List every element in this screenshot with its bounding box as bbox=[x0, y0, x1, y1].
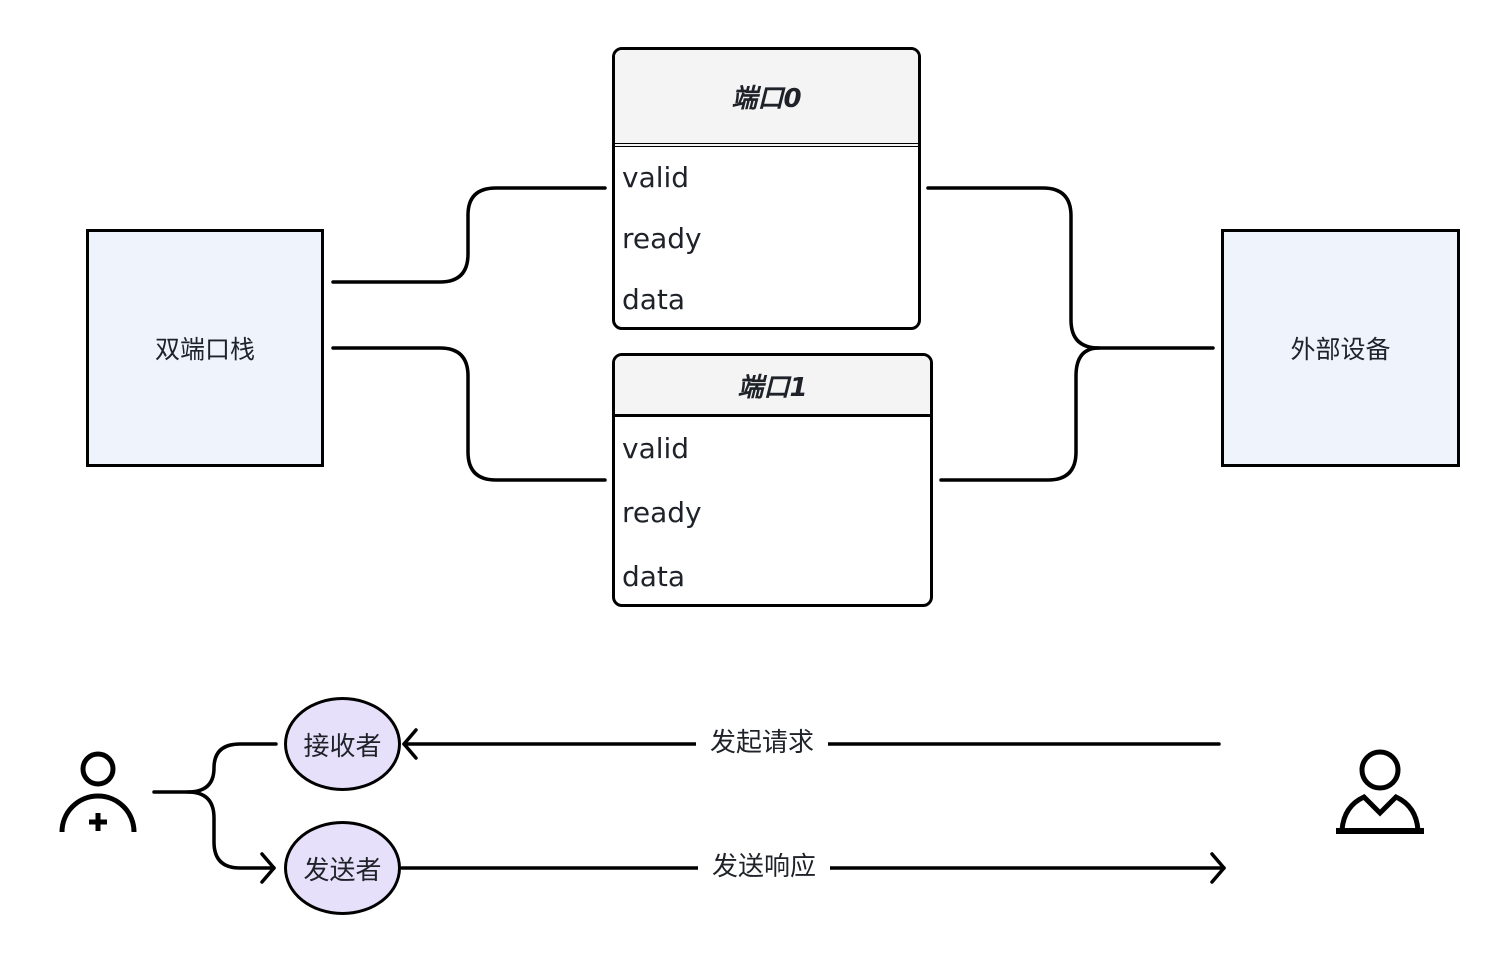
port0-field-data: data bbox=[622, 282, 686, 316]
external-device-label: 外部设备 bbox=[1290, 335, 1391, 364]
port0-field-ready: ready bbox=[622, 221, 702, 255]
sender-node[interactable]: 发送者 bbox=[284, 821, 401, 915]
connector-port1-external bbox=[939, 346, 1101, 482]
add-user-icon[interactable] bbox=[56, 748, 140, 834]
port1-field-valid: valid bbox=[622, 432, 690, 465]
port1-field-ready: ready bbox=[622, 496, 702, 529]
connector-port0-external bbox=[926, 186, 1215, 350]
connector-actor-sender bbox=[186, 790, 276, 870]
external-device-block[interactable]: 外部设备 bbox=[1221, 229, 1460, 467]
port0-title: 端口0 bbox=[615, 50, 918, 147]
sender-label: 发送者 bbox=[303, 855, 382, 886]
connector-stack-port1 bbox=[331, 346, 607, 482]
dual-port-stack-label: 双端口栈 bbox=[154, 335, 255, 364]
receiver-node[interactable]: 接收者 bbox=[284, 697, 401, 791]
port1-field-data: data bbox=[622, 560, 686, 593]
response-edge-label: 发送响应 bbox=[698, 854, 831, 880]
arrowhead-external bbox=[1210, 852, 1226, 884]
receiver-label: 接收者 bbox=[303, 731, 382, 762]
connector-actor-receiver bbox=[152, 742, 278, 794]
connector-stack-port0 bbox=[331, 186, 607, 284]
arrowhead-sender bbox=[260, 852, 276, 884]
port1-title: 端口1 bbox=[615, 356, 930, 417]
user-icon[interactable] bbox=[1334, 746, 1426, 836]
request-edge-label: 发起请求 bbox=[696, 730, 829, 756]
arrowhead-receiver bbox=[402, 728, 418, 760]
port0-table[interactable]: 端口0 valid ready data bbox=[612, 47, 921, 330]
dual-port-stack-block[interactable]: 双端口栈 bbox=[86, 229, 324, 467]
port0-field-valid: valid bbox=[622, 160, 690, 194]
port1-table[interactable]: 端口1 valid ready data bbox=[612, 353, 933, 607]
